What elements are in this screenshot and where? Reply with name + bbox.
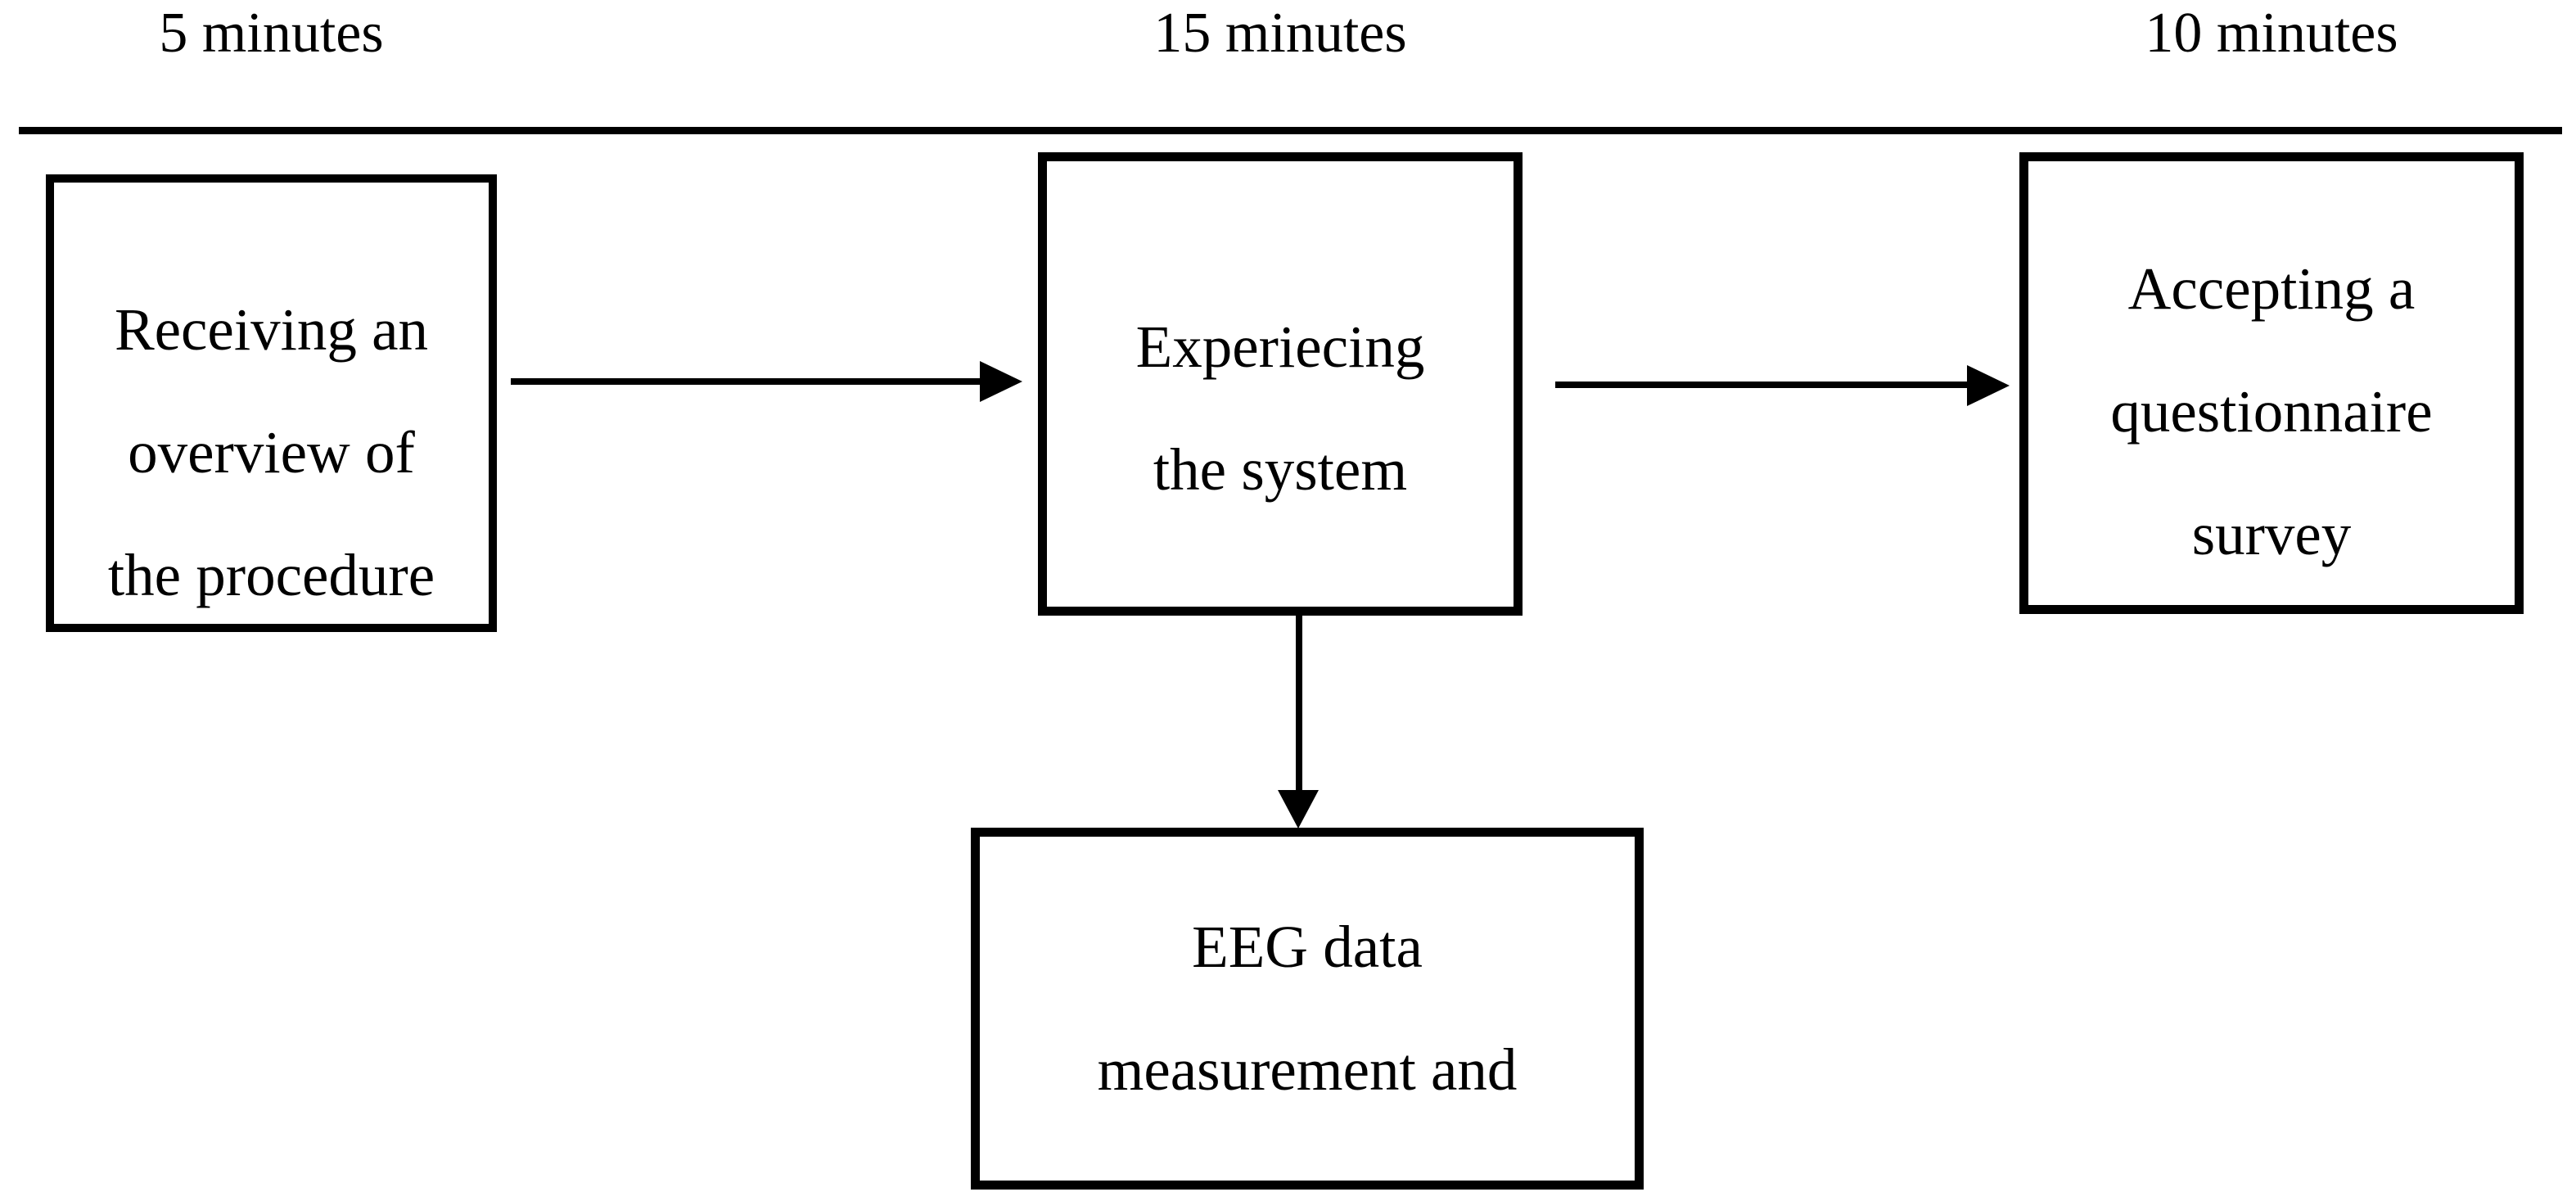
process-box-line: survey <box>2191 501 2352 567</box>
timeline-rule <box>19 127 2562 134</box>
process-box-overview: Receiving an overview of the procedure <box>46 174 497 632</box>
process-box-line: the system <box>1153 436 1408 503</box>
duration-label-overview: 5 minutes <box>159 2 384 65</box>
process-box-line: Receiving an <box>114 296 429 363</box>
process-box-line: Experiecing <box>1135 314 1425 380</box>
process-box-line: questionnaire <box>2110 378 2433 445</box>
process-box-line: measurement and <box>1097 1036 1518 1103</box>
arrow-stem <box>1555 382 1969 388</box>
process-box-line: overview of <box>128 418 415 485</box>
arrow-stem <box>1296 616 1302 796</box>
arrow-head-down-icon <box>1278 790 1319 829</box>
duration-label-questionnaire: 10 minutes <box>2145 2 2398 65</box>
process-box-line: the procedure <box>107 541 435 608</box>
arrow-stem <box>511 378 982 385</box>
arrow-head-right-icon <box>980 361 1022 402</box>
process-box-eeg: EEG data measurement and <box>971 828 1644 1190</box>
process-box-line: Accepting a <box>2127 255 2416 322</box>
process-box-questionnaire: Accepting a questionnaire survey <box>2019 152 2524 614</box>
process-box-experience: Experiecing the system <box>1038 152 1523 616</box>
duration-label-experience: 15 minutes <box>1153 2 1407 65</box>
arrow-head-right-icon <box>1967 365 2010 406</box>
process-box-line: EEG data <box>1192 914 1423 980</box>
